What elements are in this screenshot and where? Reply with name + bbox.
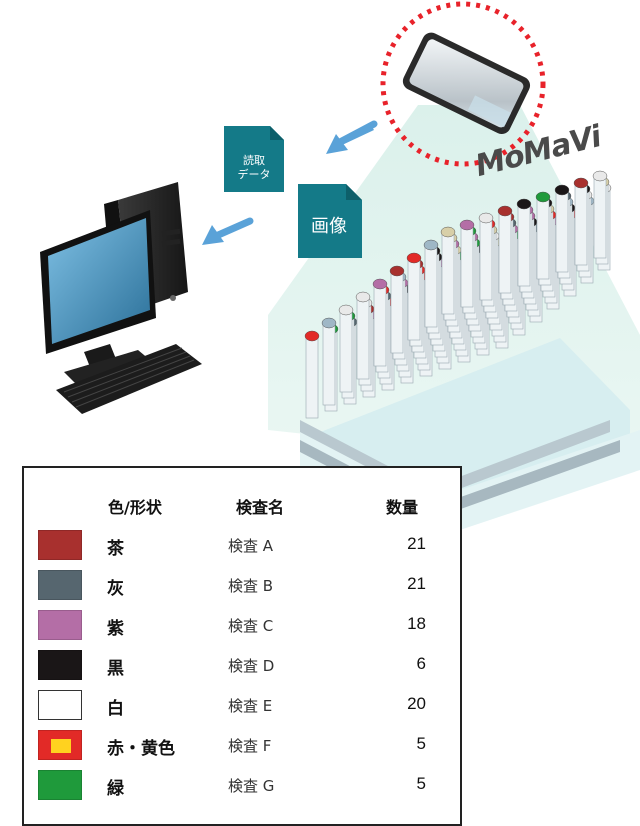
color-swatch	[38, 730, 82, 760]
color-swatch	[38, 530, 82, 560]
table-row: 白 検査 E 20	[0, 686, 470, 726]
table-row: 茶 検査 A 21	[0, 526, 470, 566]
cell-color-shape: 白	[107, 699, 124, 719]
cell-count: 21	[407, 534, 426, 553]
tube-cap	[573, 177, 589, 189]
doc-read-data-label: 読取 データ	[237, 154, 271, 181]
cell-test-name: 検査 C	[228, 617, 274, 635]
doc-image-icon	[298, 184, 362, 258]
legend-table	[22, 466, 462, 826]
test-tube	[536, 198, 550, 280]
table-row: 紫 検査 C 18	[0, 606, 470, 646]
tube-cap	[304, 330, 320, 342]
doc-image-label: 画像	[311, 216, 347, 237]
test-tube	[479, 219, 493, 301]
test-tube	[373, 285, 387, 367]
tube-cap	[554, 184, 570, 196]
test-tube	[407, 259, 421, 341]
test-tube	[305, 337, 319, 419]
computer-icon	[40, 182, 202, 414]
tube-cap	[355, 291, 371, 303]
color-swatch	[38, 770, 82, 800]
illustration	[40, 1, 640, 540]
test-tube	[517, 205, 531, 287]
cell-color-shape: 紫	[107, 619, 124, 639]
color-swatch-inner	[51, 739, 71, 753]
smartphone-icon	[402, 32, 531, 135]
cell-test-name: 検査 G	[228, 777, 275, 795]
doc-read-data-icon	[224, 126, 284, 192]
phone-highlight-circle	[380, 1, 546, 167]
cell-test-name: 検査 B	[228, 577, 274, 595]
arrow-phone-to-doc	[326, 120, 378, 154]
test-tube	[339, 311, 353, 393]
cell-test-name: 検査 A	[228, 537, 274, 555]
test-tube	[356, 298, 370, 380]
cell-count: 5	[416, 774, 426, 793]
cell-color-shape: 黒	[107, 659, 124, 679]
cell-count: 21	[407, 574, 426, 593]
color-swatch	[38, 650, 82, 680]
tube-cap	[592, 170, 608, 182]
cell-color-shape: 茶	[107, 539, 124, 559]
tube-cap	[497, 205, 513, 217]
cell-test-name: 検査 E	[228, 697, 273, 715]
cell-color-shape: 灰	[107, 579, 124, 599]
table-row: 赤・黄色 検査 F 5	[0, 726, 470, 766]
cell-count: 18	[407, 614, 426, 633]
tube-cap	[372, 278, 388, 290]
cell-count: 5	[416, 734, 426, 753]
table-row: 緑 検査 G 5	[0, 766, 470, 806]
tube-cap	[459, 219, 475, 231]
color-swatch	[38, 690, 82, 720]
test-tube	[322, 324, 336, 406]
color-swatch	[38, 570, 82, 600]
cell-count: 6	[416, 654, 426, 673]
test-tube	[498, 212, 512, 294]
test-tube	[424, 246, 438, 328]
test-tube	[574, 184, 588, 266]
tube-cap	[406, 252, 422, 264]
header-count: 数量	[386, 498, 419, 517]
tube-cap	[321, 317, 337, 329]
tube-cap	[516, 198, 532, 210]
tube-cap	[440, 226, 456, 238]
test-tube	[555, 191, 569, 273]
tube-cap	[535, 191, 551, 203]
color-swatch	[38, 610, 82, 640]
tube-cap	[478, 212, 494, 224]
cell-color-shape: 赤・黄色	[107, 739, 175, 759]
test-tube	[390, 272, 404, 354]
test-tube	[460, 226, 474, 308]
arrow-doc-to-pc	[202, 217, 254, 245]
cell-color-shape: 緑	[107, 779, 124, 799]
test-tube	[441, 233, 455, 315]
header-test-name: 検査名	[236, 498, 285, 517]
table-row: 灰 検査 B 21	[0, 566, 470, 606]
table-row: 黒 検査 D 6	[0, 646, 470, 686]
test-tube	[593, 177, 607, 259]
tube-cap	[423, 239, 439, 251]
tube-cap	[338, 304, 354, 316]
cell-test-name: 検査 D	[228, 657, 275, 675]
tube-cap	[389, 265, 405, 277]
cell-test-name: 検査 F	[228, 737, 272, 755]
cell-count: 20	[407, 694, 426, 713]
header-color-shape: 色/形状	[108, 498, 162, 517]
